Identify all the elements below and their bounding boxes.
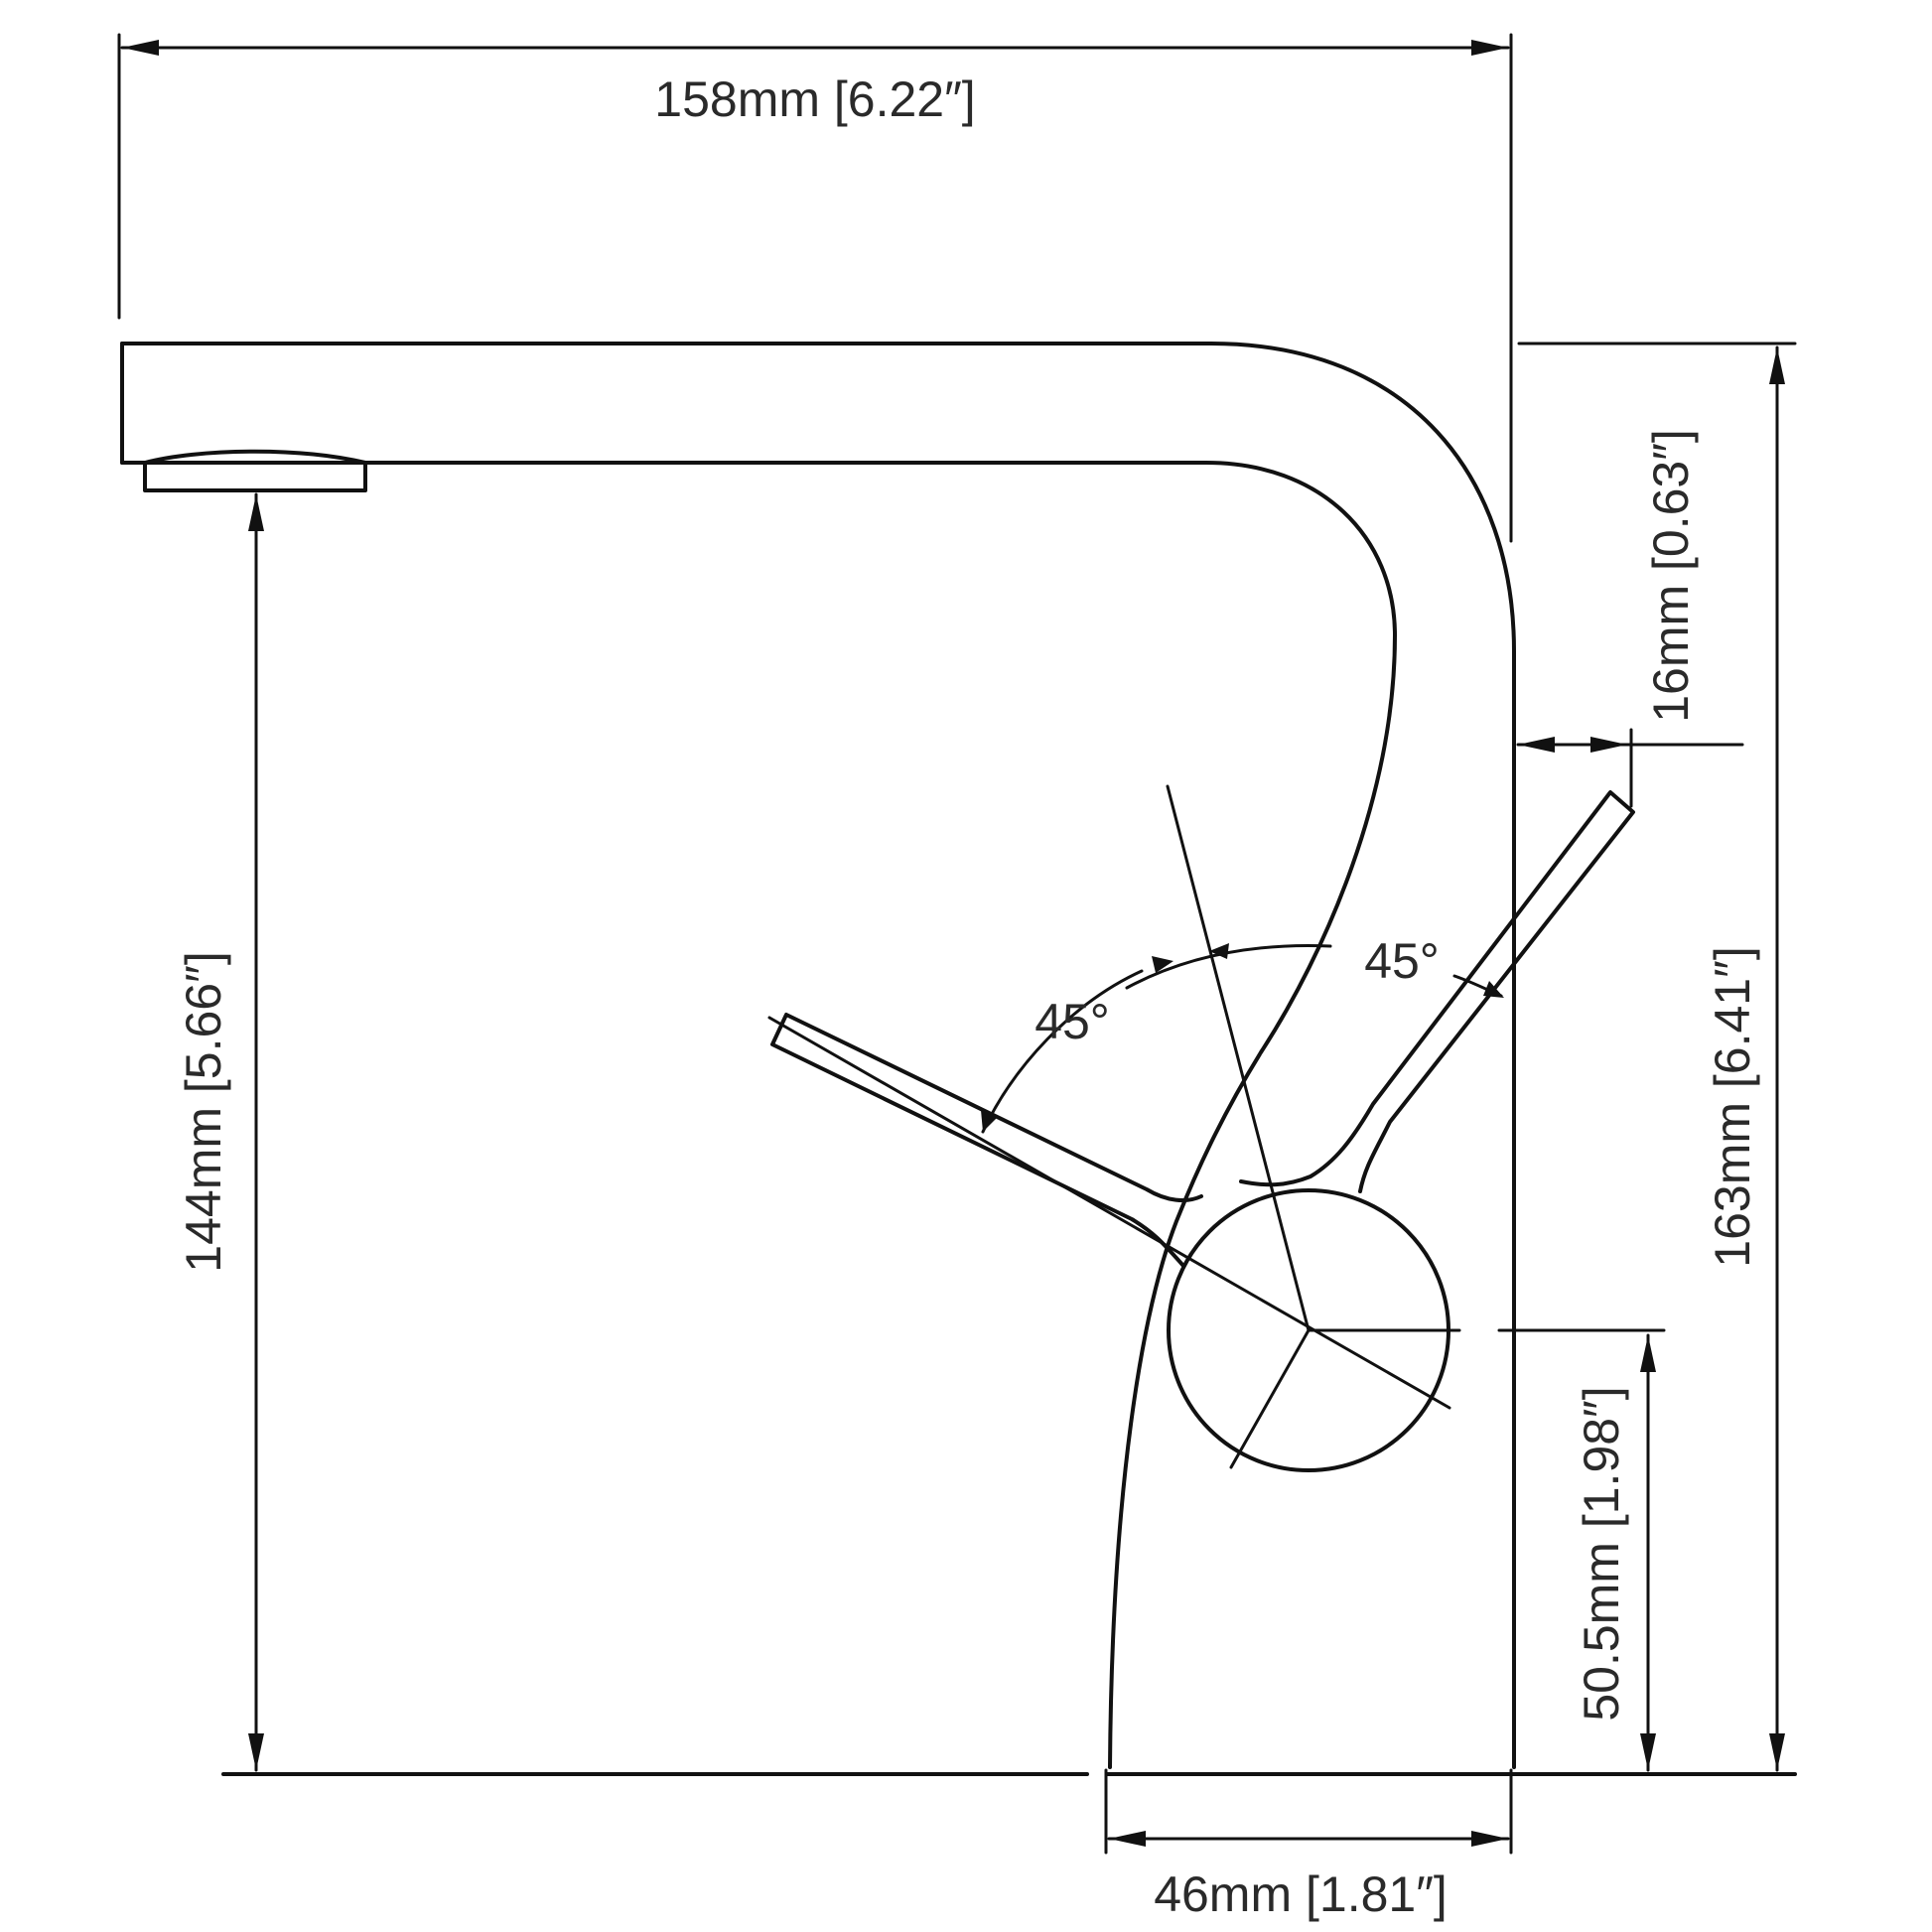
arrow-bottom — [248, 1733, 264, 1770]
angle-reference-line-left — [767, 1016, 1451, 1410]
angle-arrow-mid — [1209, 943, 1229, 959]
arrow-top — [1640, 1335, 1656, 1372]
angle-reference-line-mid — [1166, 784, 1311, 1332]
arrow-right — [1590, 737, 1627, 753]
dimension-base-width: 46mm [1.81″] — [1104, 1768, 1513, 1922]
arrow-right — [1471, 1831, 1508, 1847]
arrow-bottom — [1640, 1733, 1656, 1770]
spout-outer-edge — [120, 342, 1516, 1769]
arrow-top — [248, 494, 264, 531]
angle-arrow-left-upper — [1152, 956, 1173, 973]
arrow-right — [1471, 40, 1508, 56]
angle-arrow-left-lower — [981, 1110, 997, 1132]
angle-label-left: 45° — [1035, 994, 1110, 1049]
angle-reference-line-right — [1229, 1328, 1311, 1469]
angle-label-right: 45° — [1364, 933, 1440, 989]
faucet-outline — [120, 342, 1797, 1776]
angle-arc-left — [981, 969, 1144, 1134]
aerator — [143, 449, 367, 492]
dimension-spout-height: 144mm [5.66″] — [176, 492, 264, 1772]
dimension-handle-offset: 16mm [0.63″] — [1516, 429, 1744, 808]
lever-right — [1239, 790, 1635, 1193]
spout-inner-edge — [120, 461, 1397, 1769]
arrow-bottom — [1769, 1733, 1785, 1770]
dimension-handle-height: 50.5mm [1.98″] — [1574, 1333, 1656, 1772]
handle-offset-label: 16mm [0.63″] — [1643, 429, 1699, 723]
total-height-label: 163mm [6.41″] — [1705, 946, 1760, 1267]
spout-height-label: 144mm [5.66″] — [176, 951, 231, 1272]
dimension-overall-width: 158mm [6.22″] — [117, 33, 1513, 543]
dimension-total-height: 163mm [6.41″] — [1517, 342, 1797, 1772]
arrow-left — [1109, 1831, 1146, 1847]
angle-arrow-right — [1483, 981, 1504, 998]
arrow-left — [122, 40, 159, 56]
base-width-label: 46mm [1.81″] — [1154, 1866, 1448, 1922]
arrow-top — [1769, 347, 1785, 384]
handle-height-label: 50.5mm [1.98″] — [1574, 1386, 1629, 1721]
handle-assembly — [767, 784, 1666, 1472]
overall-width-label: 158mm [6.22″] — [654, 71, 975, 127]
arrow-left — [1518, 737, 1555, 753]
